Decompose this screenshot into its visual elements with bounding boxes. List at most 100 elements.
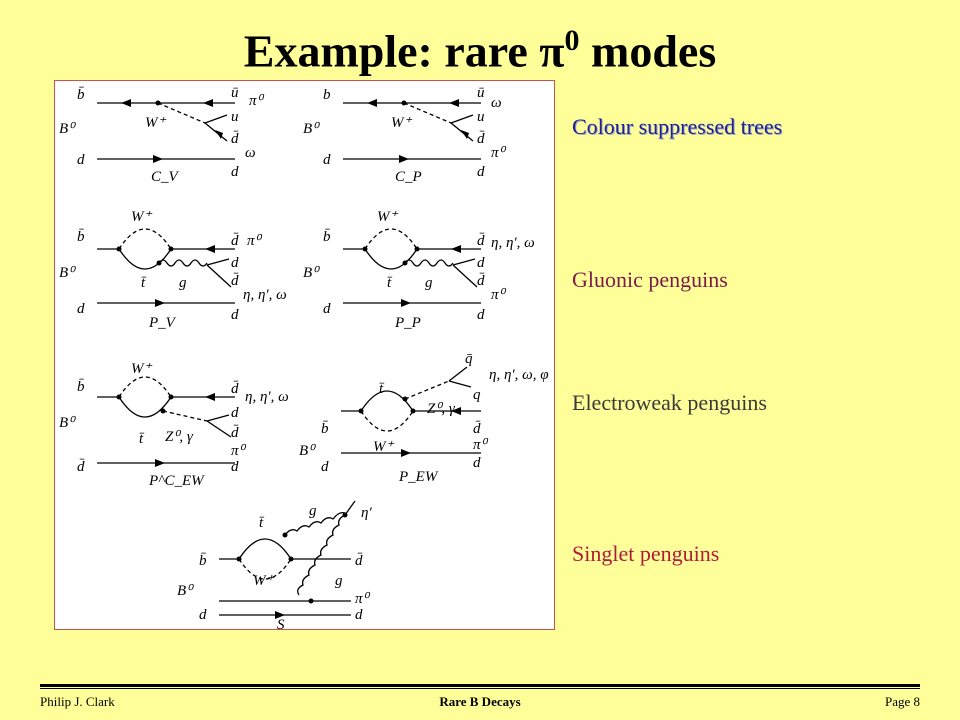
label: d̄ <box>231 425 239 441</box>
label: π⁰ <box>355 591 371 607</box>
label: d <box>77 301 85 317</box>
label: W⁺ <box>131 361 152 377</box>
label: u <box>477 109 485 125</box>
label-gluonic-penguins: Gluonic penguins <box>572 267 728 292</box>
label: π⁰ <box>491 287 507 303</box>
label: t̄ <box>139 431 145 447</box>
label: W⁺ <box>145 115 166 131</box>
label: g <box>335 573 343 589</box>
label: B⁰ <box>177 583 194 599</box>
label: d̄ <box>231 381 239 397</box>
label: ω <box>245 145 256 161</box>
label: π⁰ <box>231 443 247 459</box>
label: b̄ <box>77 229 85 245</box>
label: u <box>231 109 239 125</box>
footer-author: Philip J. Clark <box>40 694 115 709</box>
label: B⁰ <box>59 121 76 137</box>
label: d̄ <box>477 233 485 249</box>
label: B⁰ <box>303 121 320 137</box>
label: B⁰ <box>59 415 76 431</box>
label: C_V <box>151 169 180 185</box>
label: ū <box>477 85 485 101</box>
label: d <box>231 405 239 421</box>
label: d <box>231 459 239 475</box>
footer-divider <box>40 684 920 687</box>
footer-topic: Rare B Decays <box>439 694 521 709</box>
label: b̄ <box>199 553 207 569</box>
label: d̄ <box>477 131 485 147</box>
label: d <box>477 255 485 271</box>
label: W⁺ <box>131 209 152 225</box>
slide-title: Example: rare π0 modes <box>243 24 717 77</box>
label: t̄ <box>387 275 393 291</box>
label: d <box>231 255 239 271</box>
label: d <box>231 307 239 323</box>
label: t̄ <box>379 381 385 397</box>
label: d̄ <box>231 131 239 147</box>
diagram-pew: q̄ η, η′, ω, φ q d̄ π⁰ d b̄ B⁰ d t̄ W⁺ Z… <box>299 351 549 485</box>
label: Z⁰, γ <box>427 401 456 417</box>
label: b <box>323 87 331 103</box>
label: t̄ <box>141 275 147 291</box>
label: q̄ <box>465 351 473 367</box>
label: d <box>477 164 485 180</box>
label: P_V <box>148 315 177 331</box>
label: η, η′, ω <box>243 287 287 303</box>
label: b̄ <box>77 87 85 103</box>
diagram-pv: b̄ B⁰ d d̄ π⁰ d d̄ η, η′, ω d W⁺ t̄ g P_… <box>59 209 287 331</box>
label: g <box>425 275 433 291</box>
feynman-diagrams-figure: b̄ B⁰ d ū π⁰ u d̄ ω d W⁺ C_V b B⁰ d ū … <box>54 80 555 631</box>
label: d <box>321 459 329 475</box>
label: ū <box>231 85 239 101</box>
label: d̄ <box>355 553 363 569</box>
label: C_P <box>395 169 422 185</box>
label: W⁺ <box>253 573 274 589</box>
label: d <box>231 164 239 180</box>
label: b̄ <box>77 379 85 395</box>
label: B⁰ <box>59 265 76 281</box>
label: d <box>355 607 363 623</box>
label: π⁰ <box>249 93 265 109</box>
label: q <box>473 387 481 403</box>
label-electroweak-penguins: Electroweak penguins <box>572 390 767 415</box>
label: P_P <box>394 315 421 331</box>
label: W⁺ <box>377 209 398 225</box>
label: d <box>199 607 207 623</box>
label: η′ <box>361 505 372 521</box>
label: d̄ <box>231 233 239 249</box>
label: P_EW <box>398 469 439 485</box>
label: π⁰ <box>473 437 489 453</box>
diagram-singlet: b̄ B⁰ d η′ d̄ π⁰ d t̄ g g W⁺ S <box>177 500 372 631</box>
label: π⁰ <box>247 233 263 249</box>
label: b̄ <box>321 421 329 437</box>
label: P^C_EW <box>148 473 205 489</box>
label: B⁰ <box>303 265 320 281</box>
label: g <box>309 503 317 519</box>
label: W⁺ <box>373 439 394 455</box>
label: η, η′, ω, φ <box>489 367 549 383</box>
diagram-cp: b B⁰ d ū ω u d̄ π⁰ d W⁺ C_P <box>303 85 507 185</box>
label-colour-suppressed-trees: Colour suppressed trees <box>572 114 783 139</box>
label: d̄ <box>473 421 481 437</box>
label: d <box>77 152 85 168</box>
label: η, η′, ω <box>245 389 289 405</box>
label: d̄ <box>231 273 239 289</box>
label: d <box>323 152 331 168</box>
diagram-cv: b̄ B⁰ d ū π⁰ u d̄ ω d W⁺ C_V <box>59 85 265 185</box>
label: g <box>179 275 187 291</box>
label: b̄ <box>323 229 331 245</box>
label: B⁰ <box>299 443 316 459</box>
label: Z⁰, γ <box>165 429 194 445</box>
label: d <box>473 455 481 471</box>
diagram-pewc: b̄ B⁰ d̄ d̄ η, η′, ω d d̄ π⁰ d W⁺ t̄ Z⁰,… <box>59 361 289 489</box>
label: W⁺ <box>391 115 412 131</box>
label: d̄ <box>477 273 485 289</box>
label: d <box>323 301 331 317</box>
label: η, η′, ω <box>491 235 535 251</box>
footer-page-number: Page 8 <box>884 694 920 709</box>
label-singlet-penguins: Singlet penguins <box>572 541 720 566</box>
footer-divider-thin <box>40 688 920 689</box>
label: t̄ <box>259 515 265 531</box>
label: d <box>477 307 485 323</box>
diagram-pp: b̄ B⁰ d d̄ η, η′, ω d d̄ π⁰ d W⁺ t̄ g P_… <box>303 209 535 331</box>
